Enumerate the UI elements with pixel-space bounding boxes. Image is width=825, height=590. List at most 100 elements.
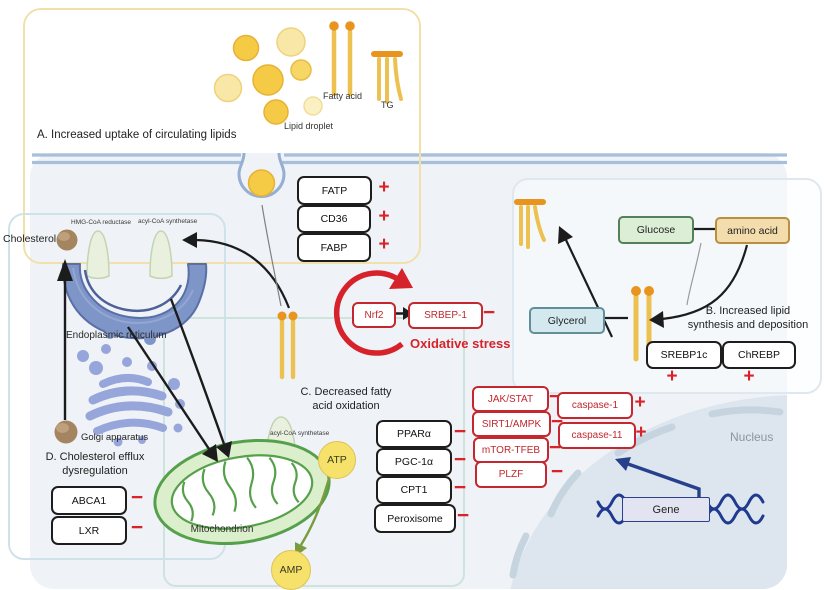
pgc1a-sign: − <box>453 448 467 471</box>
oxidative-stress-label: Oxidative stress <box>410 336 511 351</box>
panel-c-title-line1: C. Decreased fatty <box>300 386 392 398</box>
gene-label: Gene <box>652 503 680 516</box>
cholesterol-efflux-icon <box>54 420 78 444</box>
plzf-label: PLZF <box>498 469 524 480</box>
lxr-box: LXR <box>51 516 127 545</box>
golgi-apparatus <box>77 344 185 447</box>
panel-b-title-line1: B. Increased lipid <box>705 305 791 317</box>
panel-b-title: B. Increased lipid synthesis and deposit… <box>658 305 825 332</box>
cpt1-box: CPT1 <box>376 476 452 504</box>
oxidative-stress-cycle-arrow <box>333 268 413 356</box>
ppara-label: PPARα <box>397 428 431 440</box>
panel-c-title-line2: acid oxidation <box>312 399 380 412</box>
nrf2-box: Nrf2 <box>352 302 396 328</box>
tg-icon-panel-b <box>514 199 546 249</box>
endoplasmic-reticulum-label: Endoplasmic reticulum <box>66 330 167 341</box>
srbep1-box: SRBEP-1 <box>408 302 483 329</box>
mtor-tfeb-box: mTOR-TFEB <box>473 437 549 463</box>
acyl-coa-synthetase-label: acyl-CoA synthetase <box>138 218 198 225</box>
arrow-er-to-mitochondrion-1 <box>127 326 218 462</box>
lipid-droplet-label: Lipid droplet <box>284 121 334 131</box>
fatty-acid-pair-membrane-icon <box>277 311 298 380</box>
ppara-sign: − <box>453 420 467 443</box>
fatp-box: FATP <box>297 176 372 205</box>
arrow-fatty-acid-to-acyl-coa <box>182 232 291 309</box>
peroxisome-sign: − <box>456 504 470 527</box>
pgc1a-box: PGC-1α <box>376 448 452 476</box>
gene-box: Gene <box>622 497 710 522</box>
panel-c-title: C. Decreased fatty acid oxidation <box>286 386 406 413</box>
lxr-label: LXR <box>78 524 100 537</box>
chrebp-box: ChREBP <box>722 341 796 369</box>
plzf-sign: − <box>550 460 564 483</box>
caspase1-sign: + <box>634 392 646 413</box>
cpt1-label: CPT1 <box>400 484 428 496</box>
srbep1-sign: − <box>482 301 496 324</box>
abca1-label: ABCA1 <box>71 494 107 507</box>
caspase11-sign: + <box>635 422 647 443</box>
golgi-apparatus-label: Golgi apparatus <box>81 432 149 443</box>
glycerol-label: Glycerol <box>547 314 587 327</box>
fabp-sign: + <box>378 234 390 255</box>
lipid-droplets-icon <box>213 27 323 125</box>
panel-a-box <box>23 8 421 264</box>
caspase11-box: caspase-11 <box>558 422 636 449</box>
abca1-sign: − <box>130 486 144 509</box>
caspase11-label: caspase-11 <box>571 430 623 441</box>
lxr-sign: − <box>130 516 144 539</box>
srebp1c-label: SREBP1c <box>660 349 708 361</box>
acyl-coa-synthetase-protein <box>149 230 173 279</box>
caspase1-label: caspase-1 <box>571 400 619 411</box>
nrf2-label: Nrf2 <box>364 309 384 321</box>
arrow-cholesterol-up <box>57 259 73 420</box>
nucleus-label: Nucleus <box>730 430 774 444</box>
endocytosed-lipid-droplet <box>247 169 276 197</box>
acyl-coa-synthetase-mito-label: acyl-CoA synthetase <box>270 430 330 437</box>
glucose-label: Glucose <box>636 224 676 236</box>
mitochondrion <box>153 438 331 546</box>
cpt1-sign: − <box>453 476 467 499</box>
tg-label: TG <box>381 100 394 110</box>
fabp-box: FABP <box>297 233 371 262</box>
panel-c-box <box>163 317 465 587</box>
panel-d-title: D. Cholesterol efflux dysregulation <box>30 451 160 478</box>
fabp-label: FABP <box>320 241 348 254</box>
arrow-amino-acid-to-fatty-acid <box>649 244 749 328</box>
caspase1-box: caspase-1 <box>557 392 633 419</box>
fatty-acid-label: Fatty acid <box>323 91 363 101</box>
srebp1c-sign: + <box>666 366 678 387</box>
peroxisome-label: Peroxisome <box>387 512 443 525</box>
sirt1-ampk-box: SIRT1/AMPK <box>472 411 551 437</box>
glycerol-box: Glycerol <box>529 307 605 334</box>
cd36-box: CD36 <box>297 205 371 233</box>
mitochondrion-label: Mitochondrion <box>190 524 254 535</box>
nuclear-envelope-dashes <box>509 406 784 579</box>
peroxisome-box: Peroxisome <box>374 504 456 533</box>
ppara-box: PPARα <box>376 420 452 448</box>
jak-stat-box: JAK/STAT <box>472 386 549 412</box>
pgc1a-label: PGC-1α <box>394 456 434 468</box>
cd36-label: CD36 <box>320 213 348 225</box>
panel-d-title-line2: dysregulation <box>62 464 128 477</box>
panel-d-box <box>8 213 226 560</box>
arrow-er-to-mitochondrion-2 <box>169 298 232 458</box>
srebp1c-box: SREBP1c <box>646 341 722 369</box>
amino-acid-box: amino acid <box>715 217 790 244</box>
tg-icon <box>371 51 403 104</box>
hmg-coa-reductase-protein <box>86 230 110 279</box>
panel-d-title-line1: D. Cholesterol efflux <box>45 451 145 463</box>
fatp-label: FATP <box>321 184 348 197</box>
chrebp-label: ChREBP <box>737 349 780 361</box>
hmg-coa-reductase-label: HMG-CoA reductase <box>71 219 131 226</box>
fatp-sign: + <box>378 177 390 198</box>
plzf-box: PLZF <box>475 461 547 488</box>
panel-b-title-line2: synthesis and deposition <box>687 318 809 331</box>
chrebp-sign: + <box>743 366 755 387</box>
line-vesicle-to-fatty-acid <box>261 204 282 307</box>
srbep1-label: SRBEP-1 <box>424 310 467 321</box>
panel-a-title: A. Increased uptake of circulating lipid… <box>37 129 237 141</box>
endoplasmic-reticulum <box>61 263 208 345</box>
dna-helix-icon <box>596 493 765 525</box>
